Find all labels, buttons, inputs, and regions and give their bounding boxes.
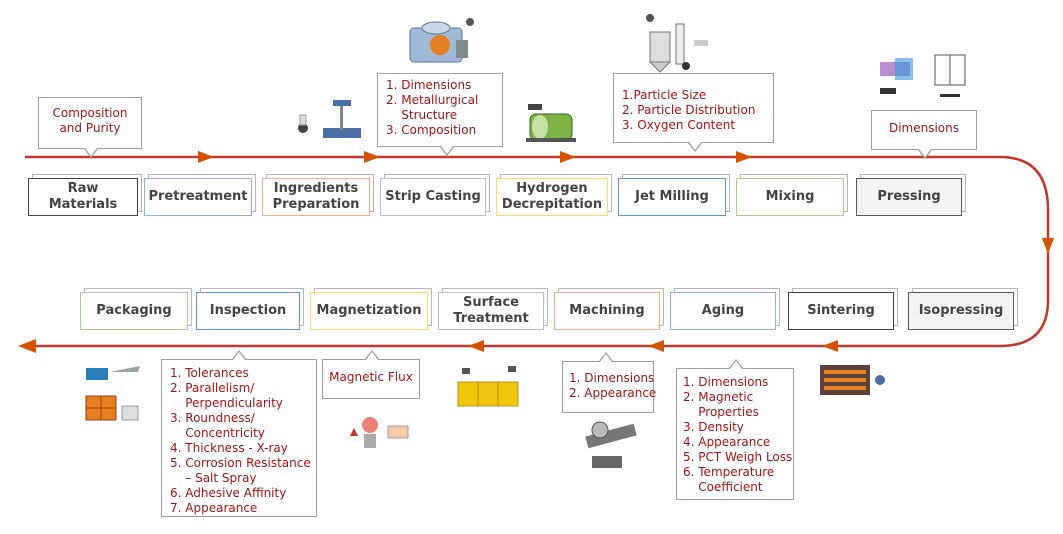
- callout-line: 6. Adhesive Affinity: [170, 486, 287, 500]
- callout-line: 4. Appearance: [683, 435, 771, 449]
- callout-line: and Purity: [59, 121, 121, 135]
- strip-casting-furnace-image: [409, 18, 474, 63]
- step-label: Decrepitation: [501, 197, 603, 212]
- step-label: Pressing: [877, 189, 941, 204]
- callout-line: Perpendicularity: [170, 396, 283, 410]
- step-label: Preparation: [272, 197, 360, 212]
- arrow-right-icon: [198, 151, 214, 163]
- callout-line: 3. Oxygen Content: [622, 118, 736, 132]
- callout-magnetization: Magnetic Flux: [322, 350, 420, 399]
- callout-strip-casting: 1. Dimensions 2. Metallurgical Structure…: [377, 73, 503, 156]
- step-isopressing: Isopressing: [908, 292, 1014, 330]
- arrow-left-icon: [822, 340, 838, 352]
- step-label: Raw: [67, 181, 99, 196]
- step-label: Ingredients: [273, 181, 359, 196]
- step-label: Surface: [463, 295, 519, 310]
- step-strip-casting: Strip Casting: [380, 178, 486, 216]
- magnetizer-image: [350, 417, 409, 448]
- sintering-furnace-image: [820, 365, 885, 395]
- step-label: Sintering: [807, 303, 875, 318]
- step-label: Magnetization: [316, 303, 422, 318]
- callout-inspection: 1. Tolerances 2. Parallelism/ Perpendicu…: [161, 350, 317, 517]
- callout-line: Properties: [683, 405, 759, 419]
- callout-line: Composition: [52, 106, 128, 120]
- step-label: Treatment: [453, 311, 529, 326]
- step-label: Inspection: [209, 303, 287, 318]
- arrow-right-icon: [736, 151, 752, 163]
- callout-line: 2. Magnetic: [683, 390, 754, 404]
- callout-line: 1. Tolerances: [170, 366, 249, 380]
- surface-treatment-line-image: [457, 366, 519, 407]
- shipping-packages-image: [85, 366, 140, 421]
- callout-line: 3. Composition: [386, 123, 477, 137]
- arrow-left-icon: [468, 340, 484, 352]
- step-pretreatment: Pretreatment: [144, 178, 252, 216]
- press-machine-image: [880, 54, 966, 97]
- callout-jet-milling: 1.Particle Size 2. Particle Distribution…: [613, 73, 774, 152]
- callout-line: Magnetic Flux: [329, 370, 413, 384]
- callout-line: 7. Appearance: [170, 501, 258, 515]
- step-pressing: Pressing: [856, 178, 962, 216]
- callout-line: 3. Roundness/: [170, 411, 255, 425]
- step-jet-milling: Jet Milling: [618, 178, 726, 216]
- step-packaging: Packaging: [80, 292, 188, 330]
- step-machining: Machining: [554, 292, 660, 330]
- callout-line: 3. Density: [683, 420, 744, 434]
- step-label: Materials: [48, 197, 118, 212]
- callout-line: 2. Appearance: [569, 386, 657, 400]
- step-magnetization: Magnetization: [310, 292, 428, 330]
- step-label: Aging: [701, 303, 745, 318]
- machining-tool-image: [585, 421, 637, 468]
- callout-line: 4. Thickness - X-ray: [170, 441, 288, 455]
- callout-machining: 1. Dimensions 2. Appearance: [562, 352, 657, 413]
- step-mixing: Mixing: [736, 178, 844, 216]
- callout-line: Coefficient: [683, 480, 763, 494]
- flow-line: [25, 155, 1050, 348]
- weighing-scale-image: [298, 100, 361, 138]
- callout-line: 1. Dimensions: [569, 371, 655, 385]
- flow-arrows: [18, 151, 1054, 353]
- callout-line: 1. Dimensions: [386, 78, 472, 92]
- arrow-down-icon: [1042, 238, 1054, 254]
- callout-line: – Salt Spray: [170, 471, 257, 485]
- step-label: Machining: [569, 303, 645, 318]
- callout-line: 2. Parallelism/: [170, 381, 255, 395]
- jet-mill-image: [646, 14, 708, 73]
- step-label: Packaging: [96, 303, 172, 318]
- callout-line: 5. PCT Weigh Loss: [683, 450, 793, 464]
- callout-line: 1. Dimensions: [683, 375, 769, 389]
- step-label: Mixing: [765, 189, 815, 204]
- callout-line: 2. Metallurgical: [386, 93, 479, 107]
- callout-line: 6. Temperature: [683, 465, 775, 479]
- step-label: Strip Casting: [385, 189, 481, 204]
- callout-raw-materials: Composition and Purity: [38, 97, 142, 158]
- callout-aging: 1. Dimensions 2. Magnetic Properties 3. …: [676, 359, 794, 500]
- callout-line: Structure: [386, 108, 458, 122]
- arrow-left-icon: [648, 340, 664, 352]
- callout-line: 1.Particle Size: [622, 88, 707, 102]
- hydrogen-reactor-image: [526, 104, 576, 142]
- callout-pressing: Dimensions: [871, 110, 977, 159]
- step-label: Pretreatment: [148, 189, 248, 204]
- step-label: Isopressing: [918, 303, 1004, 318]
- arrow-left-icon: [18, 339, 36, 353]
- arrow-right-icon: [364, 151, 380, 163]
- step-label: Hydrogen: [516, 181, 588, 196]
- arrow-right-icon: [560, 151, 576, 163]
- step-label: Jet Milling: [635, 189, 709, 204]
- step-inspection: Inspection: [196, 292, 300, 330]
- callout-line: 2. Particle Distribution: [622, 103, 756, 117]
- callout-line: Concentricity: [170, 426, 265, 440]
- step-sintering: Sintering: [788, 292, 894, 330]
- callout-line: Dimensions: [888, 121, 960, 135]
- callout-line: 5. Corrosion Resistance: [170, 456, 311, 470]
- step-aging: Aging: [670, 292, 776, 330]
